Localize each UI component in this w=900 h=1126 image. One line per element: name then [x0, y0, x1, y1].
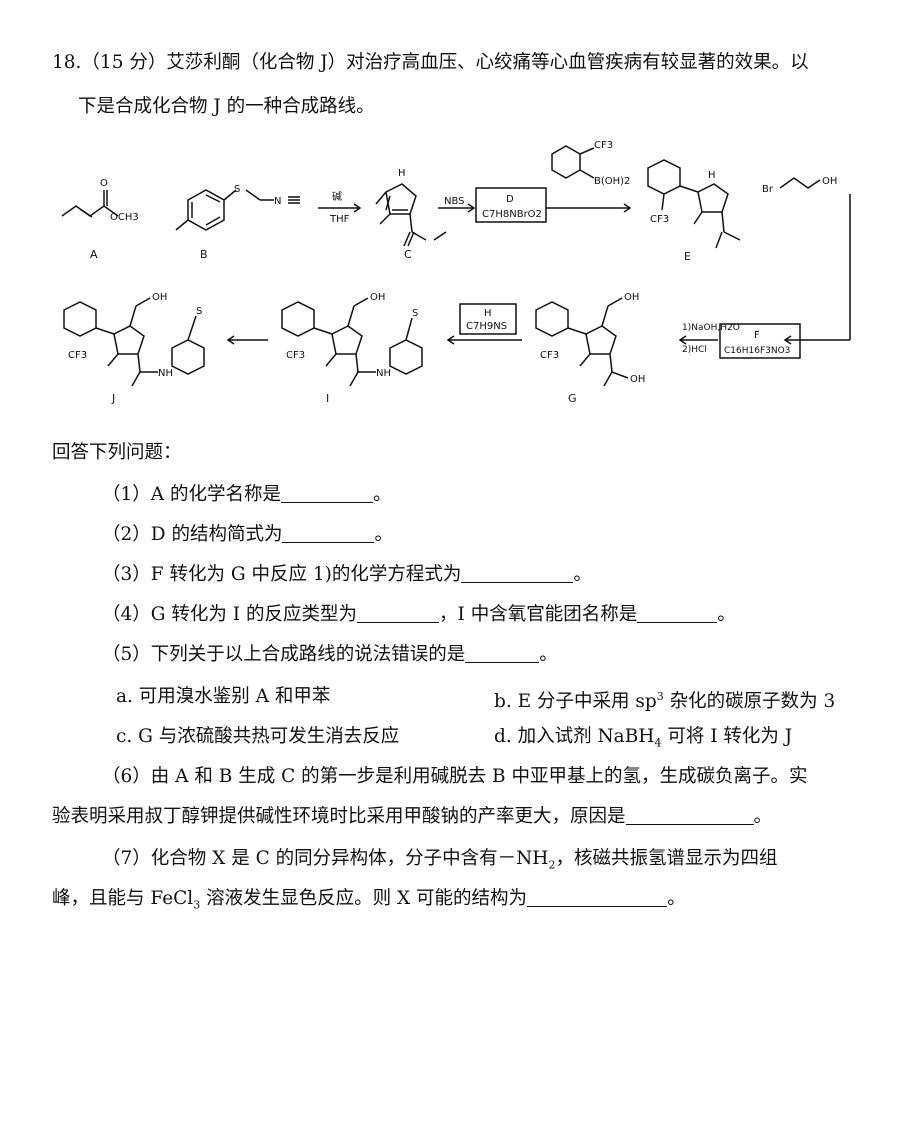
question-7-line-1: （7）化合物 X 是 C 的同分异构体，分子中含有－NH2，核磁共振氢谱显示为四…	[102, 848, 778, 872]
reagent-base: 碱	[332, 191, 342, 203]
question-line-2: 下是合成化合物 J 的一种合成路线。	[78, 96, 375, 117]
question-1: （1）A 的化学名称是。	[102, 484, 392, 505]
a-carbonyl-o: O	[100, 178, 108, 189]
answer-blank-6[interactable]	[625, 806, 754, 825]
label-h: H	[484, 308, 492, 319]
a-och3: OCH3	[110, 212, 139, 223]
label-j: J	[111, 392, 115, 405]
question-line-1: 18.（15 分）艾莎利酮（化合物 J）对治疗高血压、心绞痛等心血管疾病有较显著…	[52, 52, 809, 73]
i-s: S	[412, 308, 418, 319]
question-6-line-1: （6）由 A 和 B 生成 C 的第一步是利用碱脱去 B 中亚甲基上的氢，生成碳…	[102, 766, 808, 787]
label-e: E	[684, 250, 691, 263]
g-cf3: CF3	[540, 350, 559, 361]
j-nh: NH	[158, 368, 173, 379]
answer-blank-2[interactable]	[282, 524, 375, 543]
option-a: a. 可用溴水鉴别 A 和甲苯	[116, 686, 331, 707]
j-s: S	[196, 306, 202, 317]
option-c: c. G 与浓硫酸共热可发生消去反应	[116, 726, 400, 747]
d-formula: C7H8NBrO2	[482, 209, 542, 220]
boronic-cf3: CF3	[594, 140, 613, 151]
hcl-step: 2)HCl	[682, 345, 707, 355]
bromoethanol-br: Br	[762, 184, 774, 195]
synthesis-scheme: O OCH3 A S N B 碱 THF H C NBS D C7H8NBrO2…	[61, 140, 851, 405]
f-formula: C16H16F3NO3	[724, 346, 790, 356]
g-cooh: OH	[630, 374, 645, 385]
label-d: D	[506, 194, 514, 205]
c-nh: H	[398, 168, 406, 179]
label-f: F	[754, 330, 760, 341]
e-cf3: CF3	[650, 214, 669, 225]
b-s: S	[234, 184, 240, 195]
label-c: C	[404, 248, 412, 261]
i-nh: NH	[376, 368, 391, 379]
i-cf3: CF3	[286, 350, 305, 361]
question-6-line-2: 验表明采用叔丁醇钾提供碱性环境时比采用甲酸钠的产率更大，原因是。	[52, 806, 773, 827]
answers-intro: 回答下列问题：	[52, 442, 182, 463]
h-formula: C7H9NS	[466, 321, 507, 332]
j-oh: OH	[152, 292, 167, 303]
boronic-group: B(OH)2	[594, 176, 630, 187]
option-b: b. E 分子中采用 sp3 杂化的碳原子数为 3	[494, 690, 836, 713]
bromoethanol-oh: OH	[822, 176, 837, 187]
question-7-line-2: 峰，且能与 FeCl3 溶液发生显色反应。则 X 可能的结构为。	[52, 888, 686, 912]
question-4: （4）G 转化为 I 的反应类型为，I 中含氧官能团名称是。	[102, 604, 736, 625]
g-oh: OH	[624, 292, 639, 303]
label-b: B	[200, 248, 208, 261]
label-g: G	[568, 392, 577, 405]
e-nh: H	[708, 170, 716, 181]
question-3: （3）F 转化为 G 中反应 1)的化学方程式为。	[102, 564, 592, 585]
answer-blank-3[interactable]	[461, 564, 574, 583]
j-cf3: CF3	[68, 350, 87, 361]
reagent-nbs: NBS	[444, 196, 465, 207]
answer-blank-4b[interactable]	[637, 604, 718, 623]
label-a: A	[90, 248, 98, 261]
i-oh: OH	[370, 292, 385, 303]
answer-blank-7[interactable]	[527, 888, 668, 907]
answer-blank-1[interactable]	[281, 484, 374, 503]
answer-blank-5[interactable]	[465, 644, 540, 663]
answer-blank-4a[interactable]	[357, 604, 439, 623]
naoh-step: 1)NaOH,H2O	[682, 323, 740, 333]
label-i: I	[326, 392, 329, 405]
b-n: N	[274, 196, 281, 207]
question-5: （5）下列关于以上合成路线的说法错误的是。	[102, 644, 558, 665]
question-2: （2）D 的结构简式为。	[102, 524, 393, 545]
option-d: d. 加入试剂 NaBH4 可将 I 转化为 J	[494, 726, 793, 750]
reagent-thf: THF	[329, 214, 350, 225]
